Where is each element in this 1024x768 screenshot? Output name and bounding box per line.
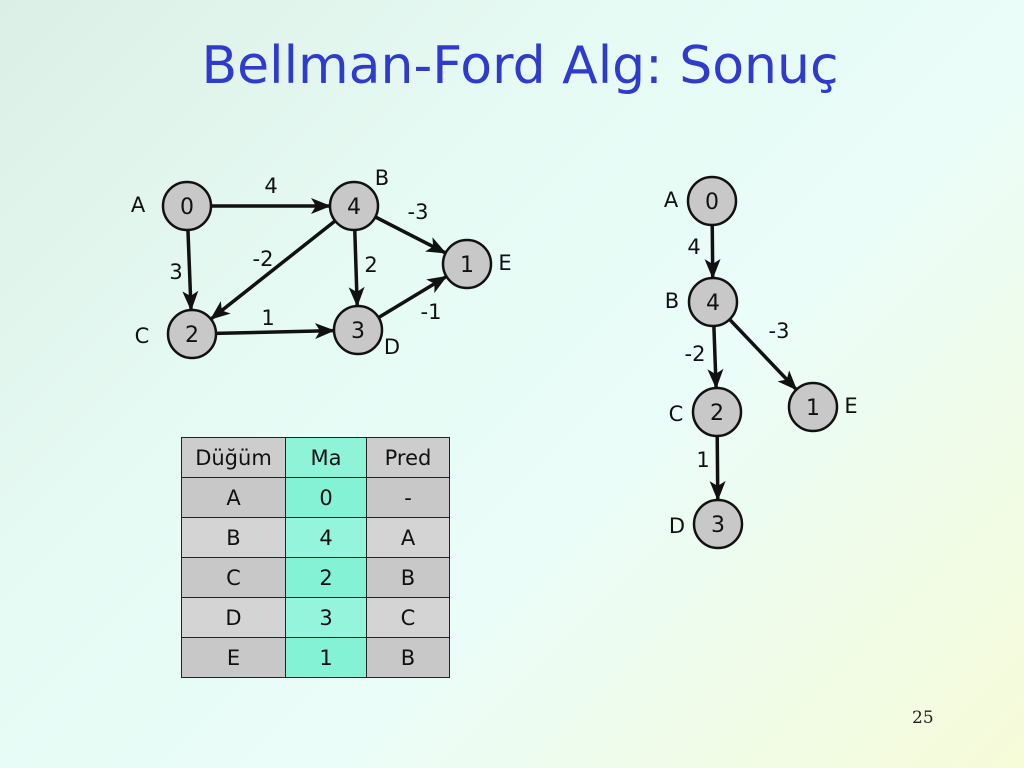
right-node-D [692,498,744,550]
table-row: D 3 C [181,598,450,638]
left-edge-weight-B-D: 2 [364,253,377,277]
right-node-A [686,175,738,227]
cell-predecessor: - [367,478,450,518]
cell-predecessor: B [367,638,450,678]
right-node-value-A: 0 [705,190,719,215]
left-node-D [332,304,384,356]
right-node-value-E: 1 [806,396,820,421]
cell-distance: 3 [286,598,367,638]
right-edge-weight-B-E: -3 [769,319,790,343]
cell-distance: 2 [286,558,367,598]
left-edge-B-D [348,229,365,308]
right-edge-weight-B-C: -2 [685,342,706,366]
left-edge-weight-C-D: 1 [261,306,274,330]
table-row: B 4 A [181,518,450,558]
left-node-C [166,308,218,360]
right-node-label-E: E [844,394,857,418]
left-edge-C-D [215,323,336,340]
left-edge-weight-B-E: -3 [408,200,429,224]
table-row: A 0 - [181,478,450,518]
right-edge-weight-A-B: 4 [687,235,700,259]
left-node-label-C: C [135,324,150,348]
cell-predecessor: A [367,518,450,558]
right-node-value-B: 4 [706,291,720,316]
right-edge-weight-C-D: 1 [696,448,709,472]
left-node-label-E: E [498,251,511,275]
slide-number: 25 [912,708,934,728]
left-node-label-B: B [375,166,389,190]
right-edge-B-E [728,318,798,391]
right-edge-C-D [709,435,726,502]
left-node-label-A: A [131,193,146,217]
right-node-B [687,276,739,328]
right-node-label-B: B [665,289,679,313]
left-edge-weight-D-E: -1 [421,300,442,324]
header-node: Düğüm [181,437,286,478]
left-node-value-B: 4 [347,195,361,220]
table-row: C 2 B [181,558,450,598]
cell-predecessor: B [367,558,450,598]
right-node-label-C: C [669,402,684,426]
right-node-label-A: A [664,188,679,212]
left-edge-B-E [374,215,447,255]
cell-node: D [181,598,286,638]
right-node-value-D: 3 [711,513,725,538]
cell-predecessor: C [367,598,450,638]
cell-node: E [181,638,286,678]
right-node-E [787,381,839,433]
left-node-value-A: 0 [180,195,194,220]
left-edge-weight-A-B: 4 [264,174,277,198]
left-node-A [161,180,213,232]
cell-distance: 0 [286,478,367,518]
left-edge-weight-A-C: 3 [169,260,182,284]
left-node-value-E: 1 [460,253,474,278]
right-node-label-D: D [669,514,685,538]
left-node-value-D: 3 [351,319,365,344]
cell-node: C [181,558,286,598]
result-table: Düğüm Ma Pred A 0 - B 4 A C 2 B D 3 C E … [181,437,450,678]
cell-node: B [181,518,286,558]
cell-node: A [181,478,286,518]
header-distance: Ma [286,437,367,478]
table-row: E 1 B [181,638,450,678]
left-node-label-D: D [384,335,400,359]
left-node-B [328,180,380,232]
cell-distance: 1 [286,638,367,678]
left-edge-A-C [182,229,199,312]
header-predecessor: Pred [367,437,450,478]
left-edge-B-C [210,219,337,320]
right-node-C [691,386,743,438]
cell-distance: 4 [286,518,367,558]
right-edge-A-B [704,224,721,280]
slide-title: Bellman-Ford Alg: Sonuç [201,36,839,96]
left-edge-D-E [377,275,448,320]
left-edge-weight-B-C: -2 [253,247,274,271]
table-header-row: Düğüm Ma Pred [181,437,450,478]
left-node-E [441,238,493,290]
right-edge-B-C [707,325,724,390]
left-node-value-C: 2 [185,323,199,348]
right-node-value-C: 2 [710,401,724,426]
